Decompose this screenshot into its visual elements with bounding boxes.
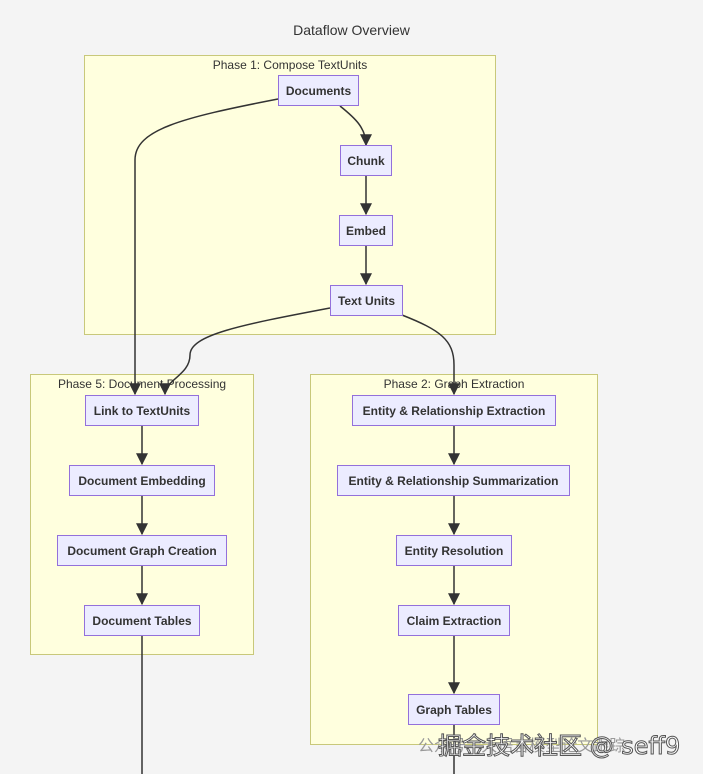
node-chunk[interactable]: Chunk — [340, 145, 392, 176]
node-entity-relationship-extraction[interactable]: Entity & Relationship Extraction — [352, 395, 556, 426]
diagram-title: Dataflow Overview — [293, 22, 410, 38]
node-document-embedding[interactable]: Document Embedding — [69, 465, 215, 496]
node-document-graph-creation[interactable]: Document Graph Creation — [57, 535, 227, 566]
node-document-tables[interactable]: Document Tables — [84, 605, 200, 636]
watermark-prefix: 公众号 · 大语言模型论文跟踪 — [418, 736, 626, 755]
phase-5-label: Phase 5: Document Processing — [57, 377, 227, 391]
node-claim-extraction[interactable]: Claim Extraction — [398, 605, 510, 636]
node-entity-relationship-summarization[interactable]: Entity & Relationship Summarization — [337, 465, 570, 496]
phase-2-label: Phase 2: Graph Extraction — [383, 377, 525, 391]
node-embed[interactable]: Embed — [339, 215, 393, 246]
node-graph-tables[interactable]: Graph Tables — [408, 694, 500, 725]
node-text-units[interactable]: Text Units — [330, 285, 403, 316]
phase-1-label: Phase 1: Compose TextUnits — [212, 58, 368, 72]
node-documents[interactable]: Documents — [278, 75, 359, 106]
watermark-text: 掘金技术社区 @ seff9 — [437, 732, 681, 761]
watermark: 公众号 · 大语言模型论文跟踪 掘金技术社区 @ seff9 — [392, 726, 681, 761]
node-link-to-textunits[interactable]: Link to TextUnits — [85, 395, 199, 426]
node-entity-resolution[interactable]: Entity Resolution — [396, 535, 512, 566]
